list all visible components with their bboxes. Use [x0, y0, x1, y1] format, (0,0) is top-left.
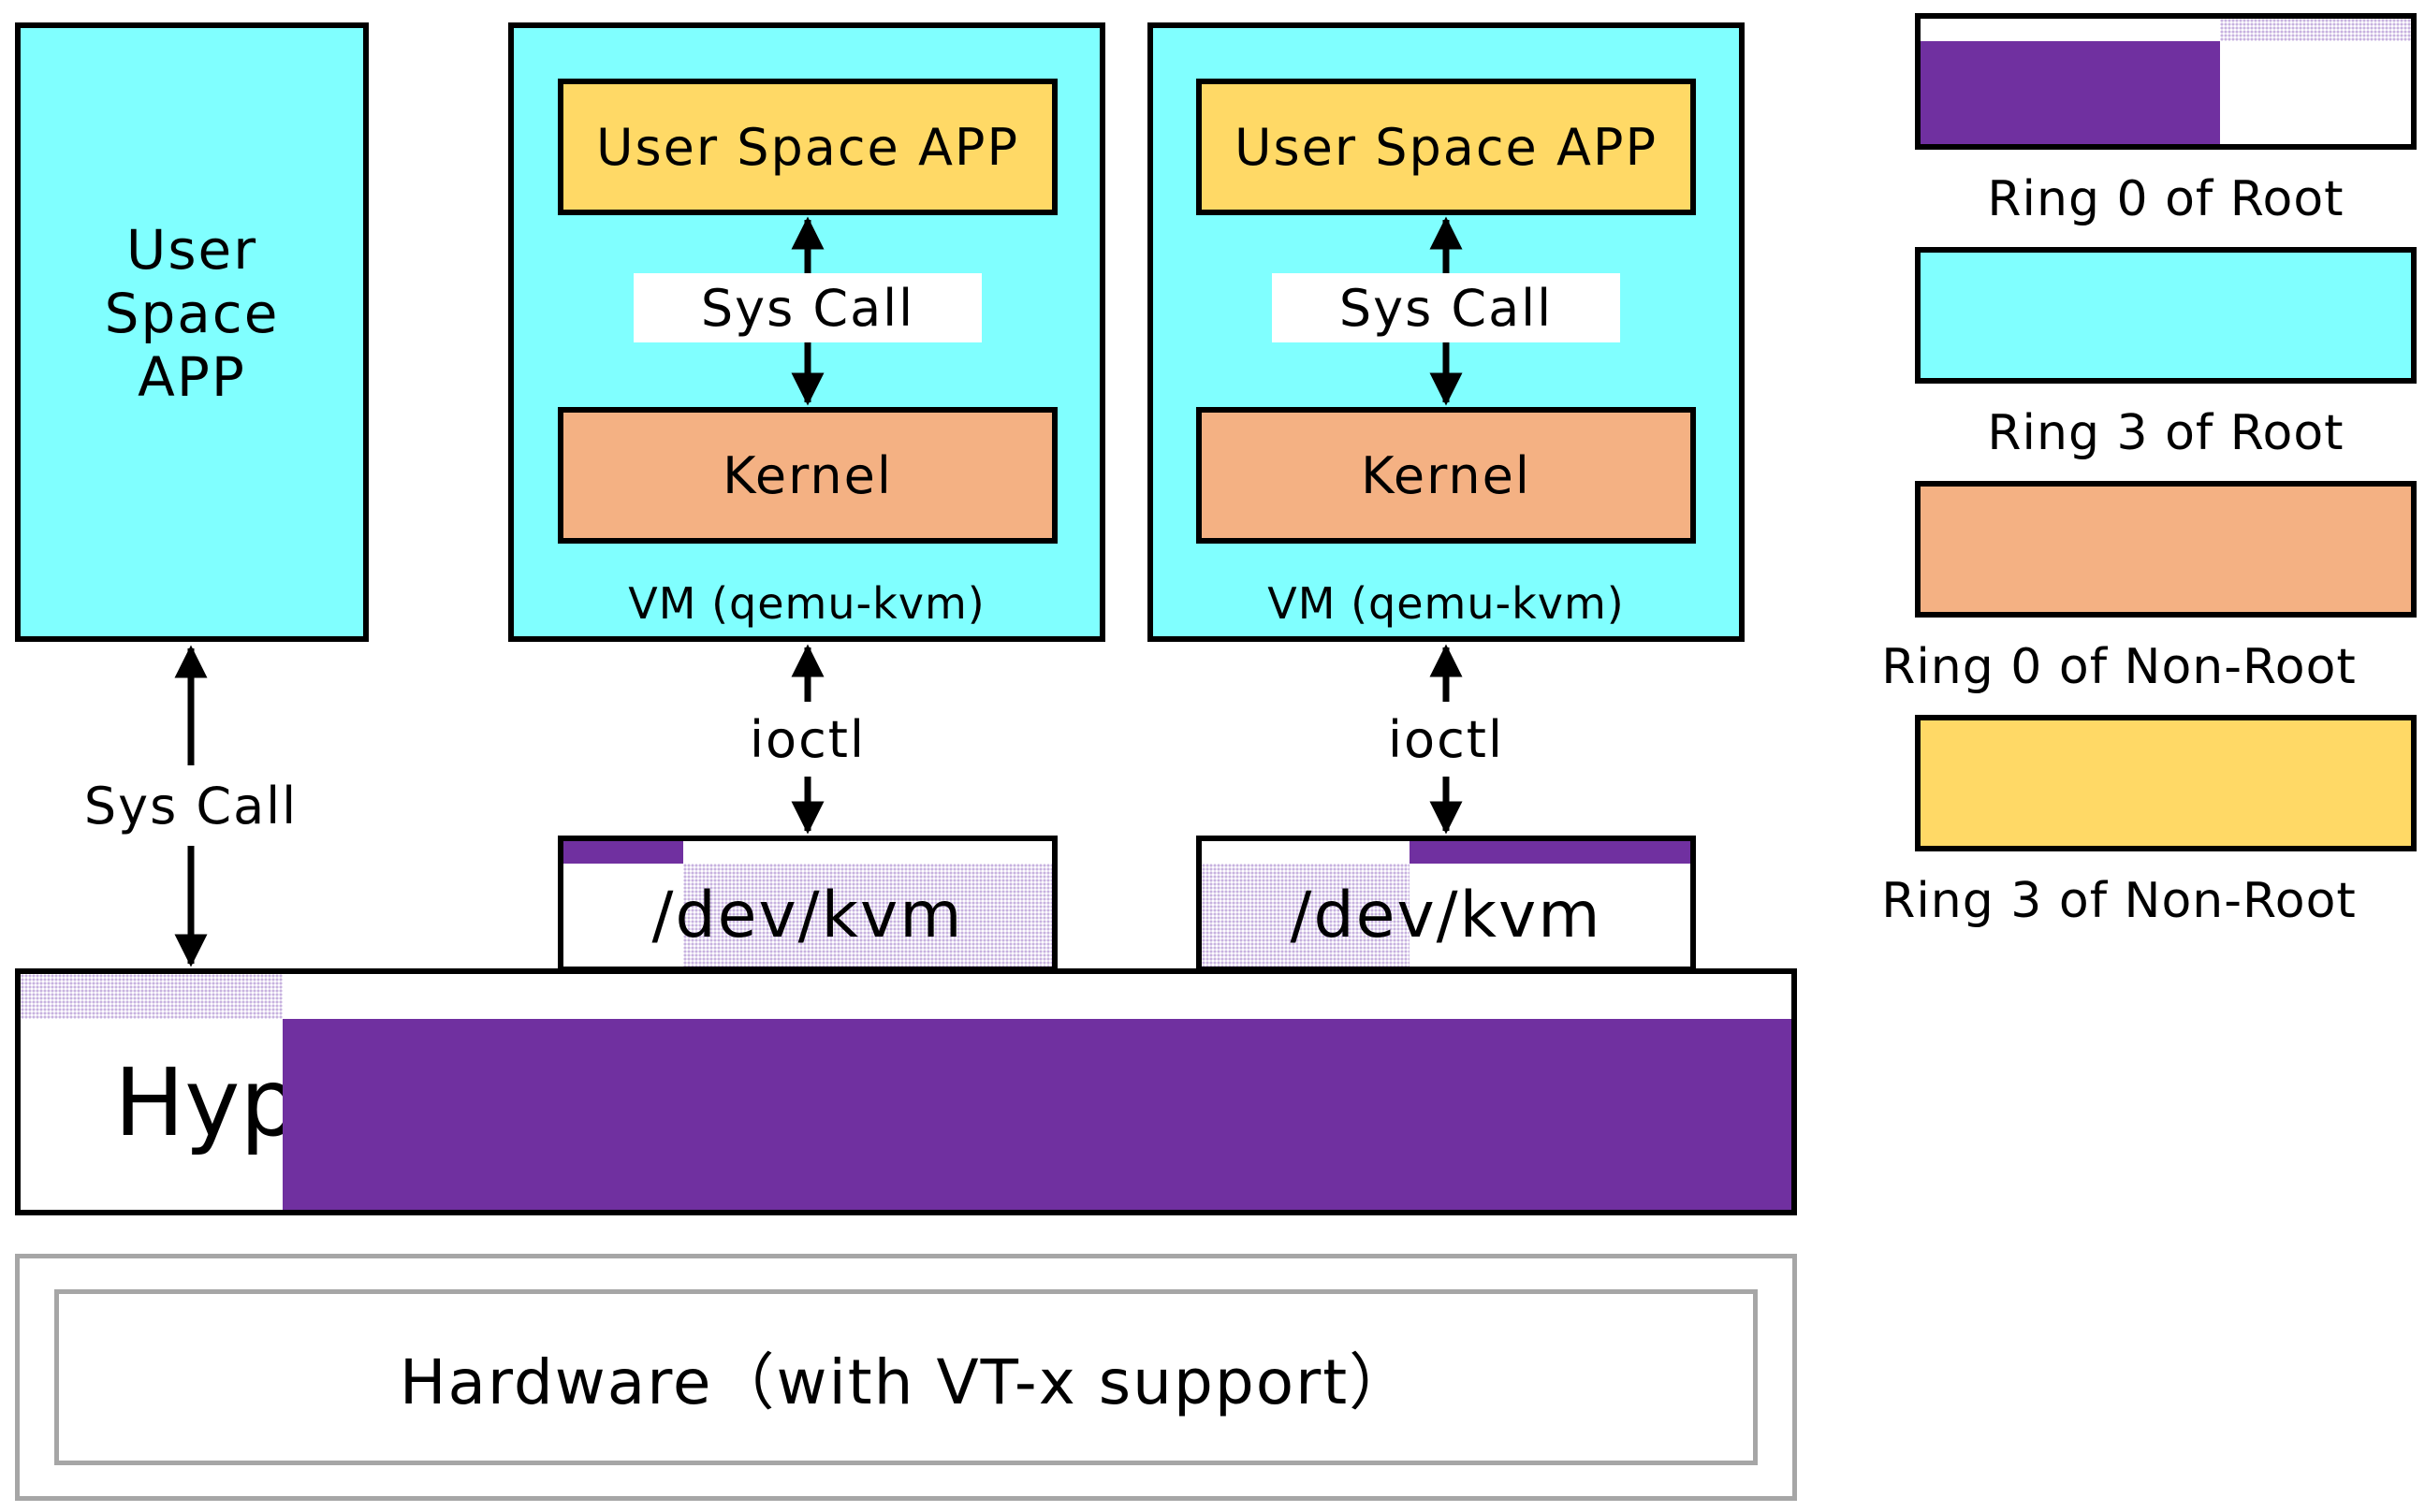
vm2-dev-kvm — [1196, 836, 1696, 972]
vm1-dev-kvm-label: /dev/kvm — [651, 878, 964, 952]
host-app-label-line1: User — [125, 218, 258, 282]
legend-ring0-root-stipple — [2220, 19, 2411, 41]
hypervisor-stipple — [21, 974, 283, 1019]
hardware: Hardware（with VT-x support） — [54, 1289, 1758, 1465]
legend-label-ring0-nonroot: Ring 0 of Non-Root — [1881, 639, 2357, 695]
vm1-syscall-label: Sys Call — [634, 273, 982, 342]
vm1-dev-kvm-stipple — [683, 864, 1052, 967]
vm1-dev-kvm-ring0-band — [563, 841, 683, 864]
host-syscall-label: Sys Call — [66, 765, 316, 846]
legend-ring0-root-fill — [1921, 41, 2220, 144]
vm2-dev-kvm-stipple — [1202, 864, 1410, 967]
host-user-space-app: User Space APP — [15, 22, 369, 642]
legend-swatch-ring3-nonroot — [1915, 715, 2417, 851]
vm1-label: VM (qemu-kvm) — [628, 578, 986, 629]
vm2-dev-kvm-label: /dev/kvm — [1290, 878, 1602, 952]
host-app-label-line3: APP — [138, 345, 246, 409]
legend-swatch-ring3-root — [1915, 247, 2417, 384]
legend-label-ring0-root: Ring 0 of Root — [1987, 171, 2345, 227]
legend-label-ring3-nonroot: Ring 3 of Non-Root — [1881, 873, 2357, 929]
vm2-kernel: Kernel — [1196, 407, 1696, 544]
legend-label-ring3-root: Ring 3 of Root — [1987, 405, 2345, 461]
legend-swatch-ring0-nonroot — [1915, 481, 2417, 618]
vm2-dev-kvm-ring0-band — [1410, 841, 1690, 864]
vm2-syscall-label: Sys Call — [1272, 273, 1620, 342]
legend-swatch-ring0-root — [1915, 13, 2417, 150]
vm1-user-space-app: User Space APP — [558, 79, 1058, 215]
hypervisor: Hyp — [15, 968, 1797, 1215]
host-app-label-line2: Space — [104, 282, 280, 345]
vm1-kernel: Kernel — [558, 407, 1058, 544]
hypervisor-label: Hyp — [114, 1048, 299, 1157]
vm2-ioctl-label: ioctl — [1368, 702, 1524, 777]
vm2-user-space-app: User Space APP — [1196, 79, 1696, 215]
vm2-label: VM (qemu-kvm) — [1267, 578, 1625, 629]
vm1-ioctl-label: ioctl — [730, 702, 885, 777]
hypervisor-ring0-band — [283, 1019, 1791, 1210]
